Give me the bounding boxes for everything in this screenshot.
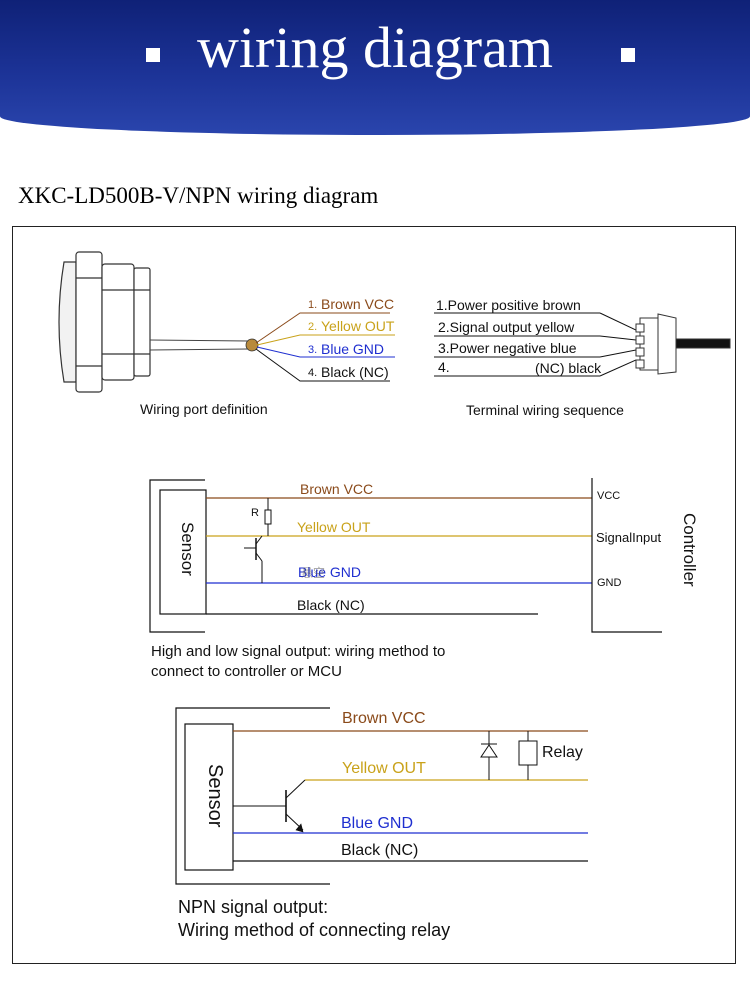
middle-wire-brown: Brown VCC — [300, 481, 374, 497]
middle-wire-yellow: Yellow OUT — [297, 519, 371, 535]
sensor-cable — [149, 338, 259, 352]
middle-caption-line1: High and low signal output: wiring metho… — [151, 643, 446, 660]
controller-signal-label: SignalInput — [596, 530, 662, 545]
terminal-label-4: 4. — [438, 359, 450, 375]
wire-label-blue: Blue GND — [321, 341, 385, 357]
wire-num-4: 4. — [308, 367, 318, 379]
wire-label-black: Black (NC) — [321, 364, 389, 380]
wire-num-1: 1. — [308, 299, 318, 311]
bottom-wire-blue: Blue GND — [341, 815, 414, 832]
sensor-label-bottom: Sensor — [204, 764, 226, 828]
middle-wire-black: Black (NC) — [297, 597, 365, 613]
wire-num-3: 3. — [308, 344, 318, 356]
middle-caption-line2: connect to controller or MCU — [151, 663, 342, 680]
header-banner: wiring diagram — [0, 0, 750, 135]
bottom-wire-yellow: Yellow OUT — [342, 760, 426, 777]
middle-wire-blue: Blue GND — [298, 564, 362, 580]
terminal-label-1: 1.Power positive brown — [436, 297, 581, 313]
caption-wiring-port: Wiring port definition — [140, 401, 268, 417]
fanout-wires — [255, 312, 395, 382]
terminal-label-2: 2.Signal output yellow — [438, 319, 575, 335]
bullet-square-left-icon — [146, 48, 160, 62]
controller-vcc-label: VCC — [597, 490, 621, 502]
relay-circuit — [175, 707, 588, 885]
wire-label-brown: Brown VCC — [321, 296, 395, 312]
controller-gnd-label: GND — [597, 577, 622, 589]
terminal-rows — [434, 312, 637, 377]
terminal-connector-icon — [635, 313, 731, 375]
caption-terminal-sequence: Terminal wiring sequence — [466, 402, 624, 418]
page-title: wiring diagram — [197, 15, 553, 80]
terminal-label-4-extra: (NC) black — [535, 360, 602, 376]
sensor-body-illustration — [58, 251, 151, 393]
middle-overlay-text: 悬空 — [301, 566, 326, 580]
sensor-label-middle: Sensor — [178, 522, 197, 576]
wire-label-yellow: Yellow OUT — [321, 318, 395, 334]
bottom-caption-line1: NPN signal output: — [178, 897, 329, 917]
bullet-square-right-icon — [621, 48, 635, 62]
relay-label: Relay — [542, 744, 583, 761]
controller-label: Controller — [680, 513, 699, 587]
controller-circuit — [149, 478, 662, 633]
resistor-label: R — [251, 507, 259, 519]
diagram-subtitle: XKC-LD500B-V/NPN wiring diagram — [18, 183, 379, 208]
terminal-label-3: 3.Power negative blue — [438, 340, 577, 356]
bottom-wire-black: Black (NC) — [341, 842, 419, 859]
wire-num-2: 2. — [308, 321, 318, 333]
bottom-wire-brown: Brown VCC — [342, 710, 426, 727]
bottom-caption-line2: Wiring method of connecting relay — [178, 920, 451, 940]
diagram-frame — [12, 226, 736, 964]
